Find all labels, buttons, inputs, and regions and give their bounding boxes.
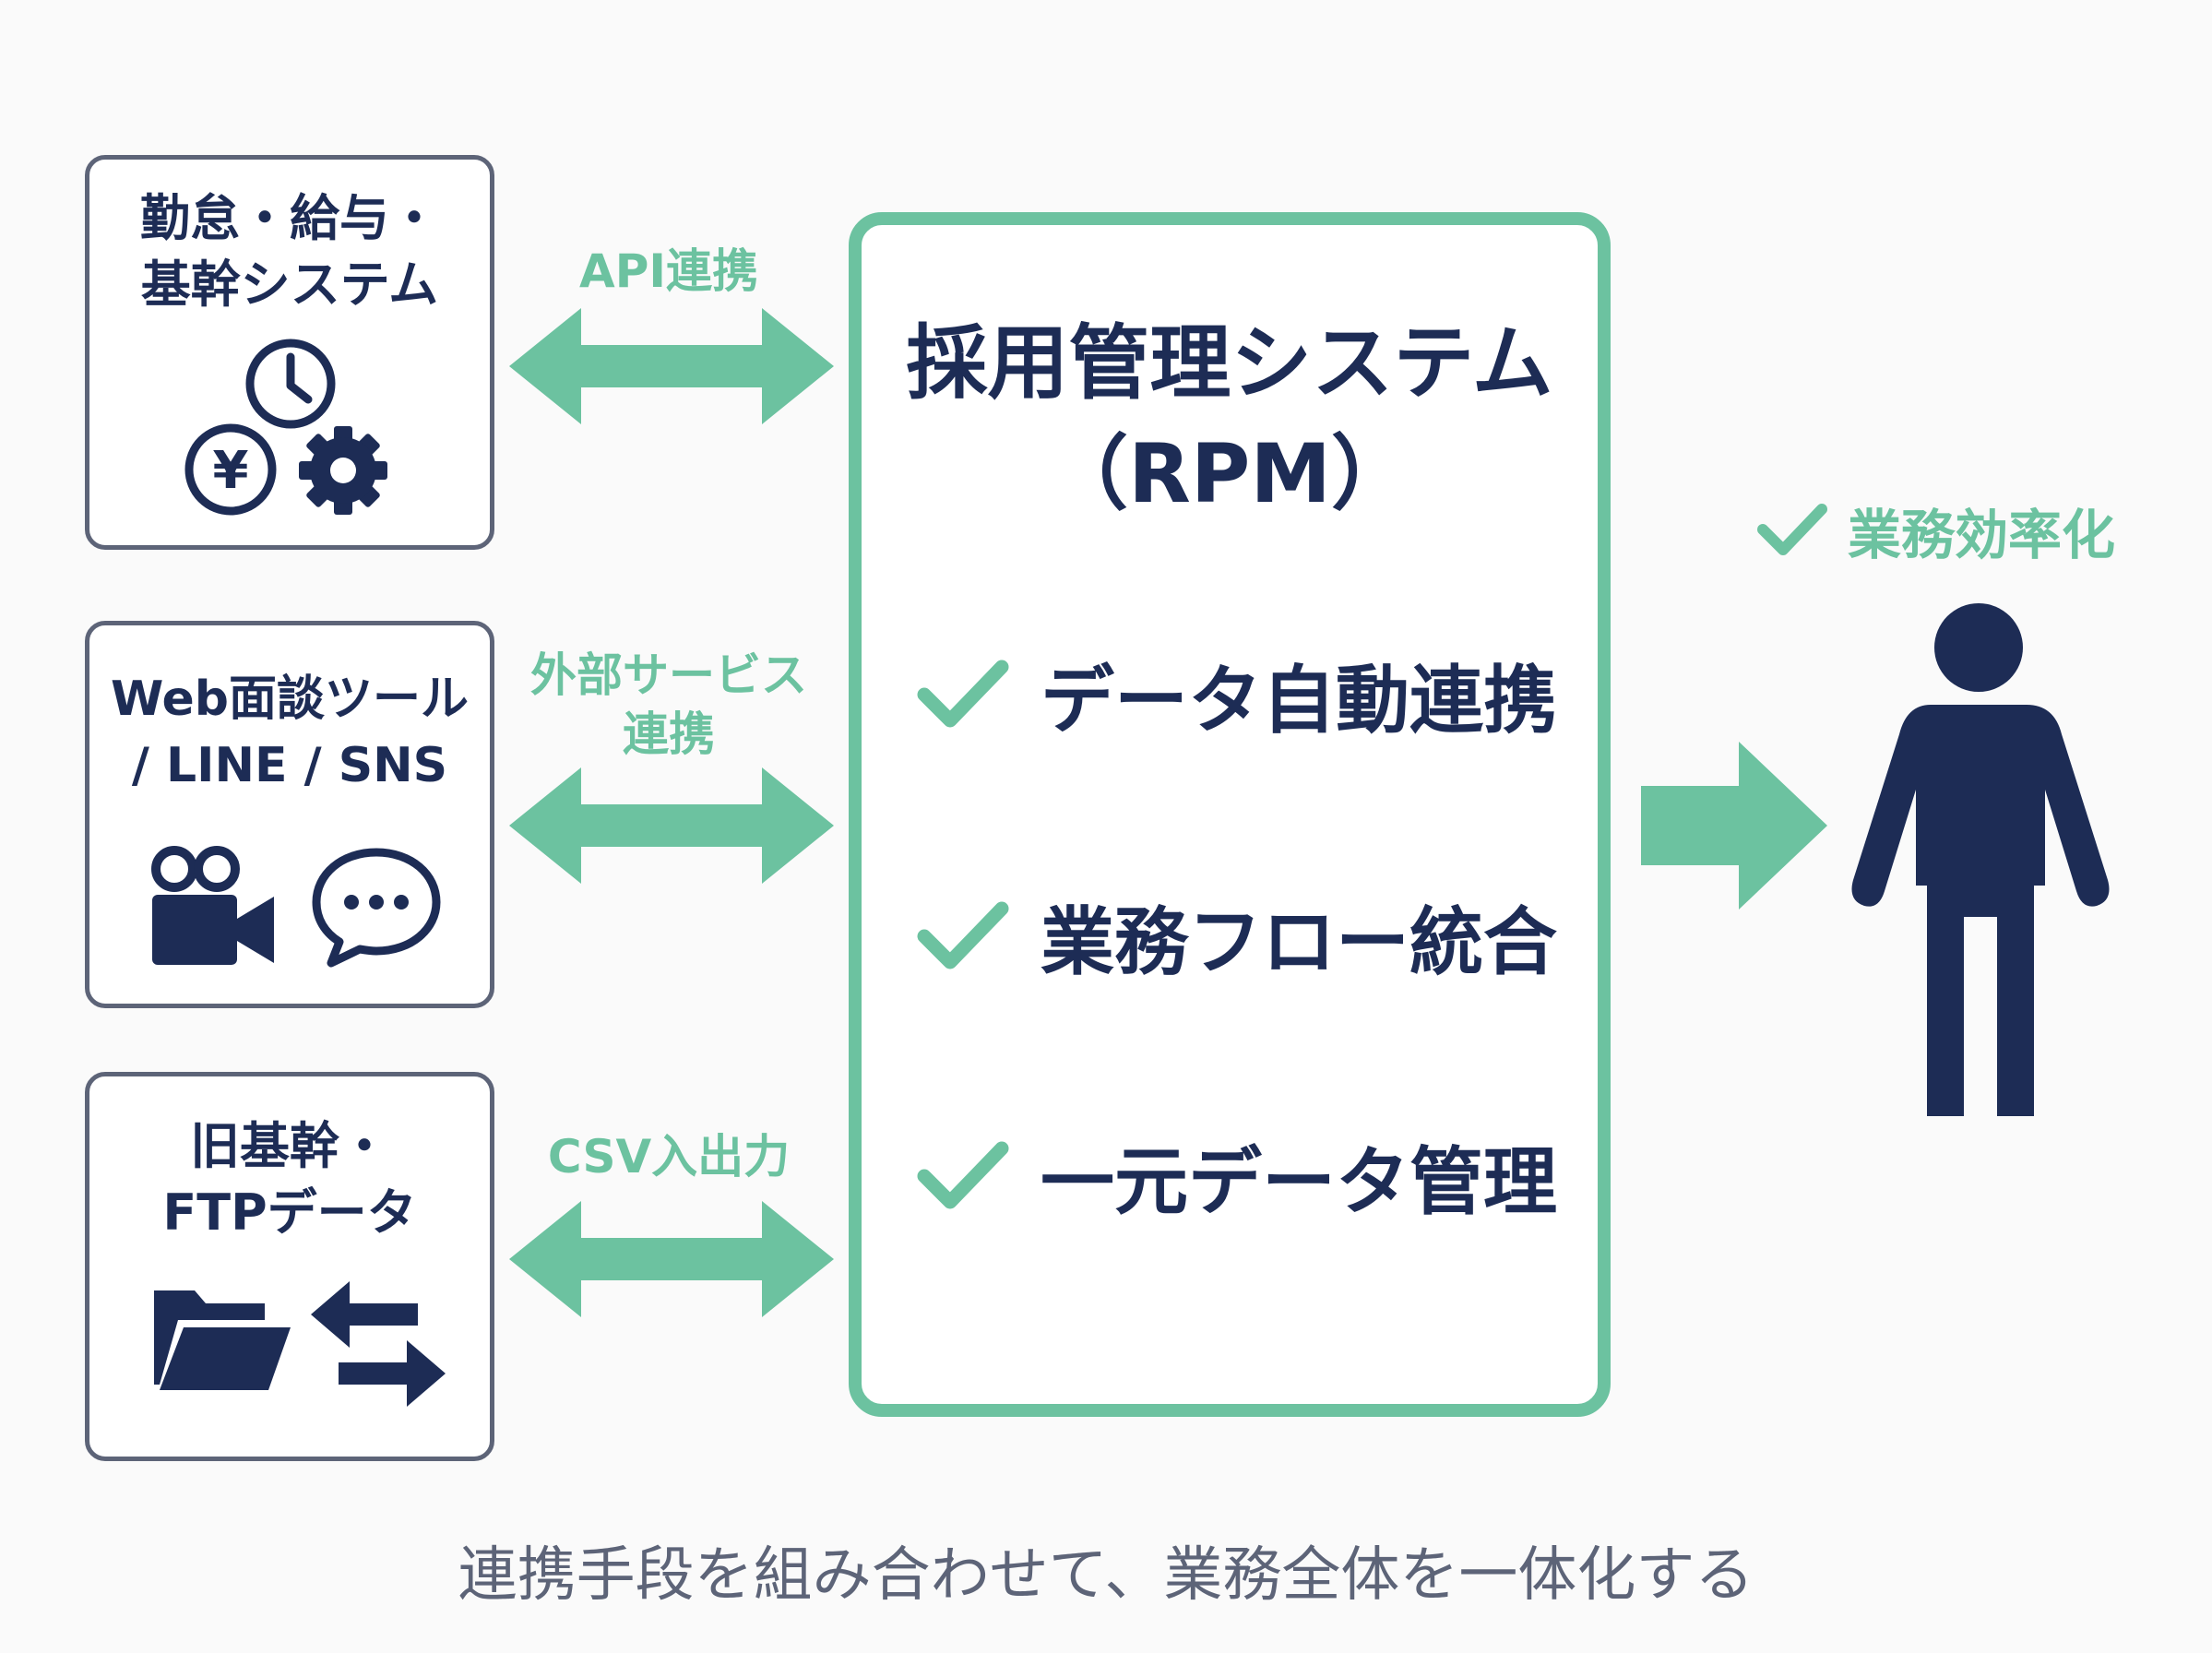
feature-item: 業務フロー統合 xyxy=(917,886,1557,987)
source-title-line: / LINE / SNS xyxy=(131,738,448,793)
check-icon xyxy=(917,660,1009,728)
person-icon xyxy=(1851,603,2110,1116)
check-icon xyxy=(917,901,1009,969)
source-box-attendance-payroll: 勤怠・給与・ 基幹システム ¥ xyxy=(85,155,494,550)
chat-bubble-icon xyxy=(312,848,441,968)
connection-label-line: 連携 xyxy=(623,708,715,761)
connection-label-line: API連携 xyxy=(579,244,758,298)
source-title: Web面談ツール / LINE / SNS xyxy=(89,666,490,799)
source-title-line: 旧基幹・ xyxy=(190,1117,389,1175)
feature-item: 一元データ管理 xyxy=(917,1125,1557,1227)
double-arrow-external-service xyxy=(509,767,834,884)
check-icon xyxy=(917,1141,1009,1209)
diagram-caption: 連携手段を組み合わせて、業務全体を一体化する xyxy=(458,1541,1754,1610)
connection-label-line: CSV入出力 xyxy=(547,1130,791,1183)
source-title-line: 基幹システム xyxy=(140,256,439,314)
source-box-legacy-ftp: 旧基幹・ FTPデータ xyxy=(85,1072,494,1461)
feature-item: データ自動連携 xyxy=(917,644,1557,745)
result-text: 業務効率化 xyxy=(1848,504,2116,566)
main-system-title: 採用管理システム （RPM） xyxy=(862,308,1598,529)
main-title-line: 採用管理システム xyxy=(906,315,1553,410)
clock-icon xyxy=(245,339,336,429)
gear-icon xyxy=(299,426,387,515)
source-title-line: 勤怠・給与・ xyxy=(140,189,439,247)
svg-text:¥: ¥ xyxy=(213,441,249,501)
connection-label-api: API連携 xyxy=(517,242,821,301)
connection-label-csv: CSV入出力 xyxy=(517,1127,821,1186)
source-box-web-interview: Web面談ツール / LINE / SNS xyxy=(85,621,494,1008)
double-arrow-api xyxy=(509,308,834,424)
check-icon xyxy=(1757,504,1827,555)
main-system-box: 採用管理システム （RPM） データ自動連携 業務フロー統合 一元データ管理 xyxy=(849,212,1611,1417)
connection-label-line: 外部サービス xyxy=(530,648,807,702)
source-title: 勤怠・給与・ 基幹システム xyxy=(89,185,490,318)
folder-icon xyxy=(154,1290,291,1390)
main-title-line: （RPM） xyxy=(1047,426,1412,521)
double-arrow-csv xyxy=(509,1201,834,1317)
output-arrow xyxy=(1641,742,1827,910)
feature-label: 業務フロー統合 xyxy=(1041,899,1557,985)
yen-coin-icon: ¥ xyxy=(184,423,277,516)
source-title-line: FTPデータ xyxy=(162,1183,417,1242)
exchange-arrows-icon xyxy=(311,1281,446,1407)
feature-label: 一元データ管理 xyxy=(1041,1139,1557,1225)
result-label: 業務効率化 xyxy=(1757,489,2115,572)
video-camera-icon xyxy=(151,846,274,965)
source-title: 旧基幹・ FTPデータ xyxy=(89,1113,490,1246)
feature-label: データ自動連携 xyxy=(1041,658,1557,743)
source-title-line: Web面談ツール xyxy=(111,672,469,727)
connection-label-external-service: 外部サービス 連携 xyxy=(512,646,826,764)
